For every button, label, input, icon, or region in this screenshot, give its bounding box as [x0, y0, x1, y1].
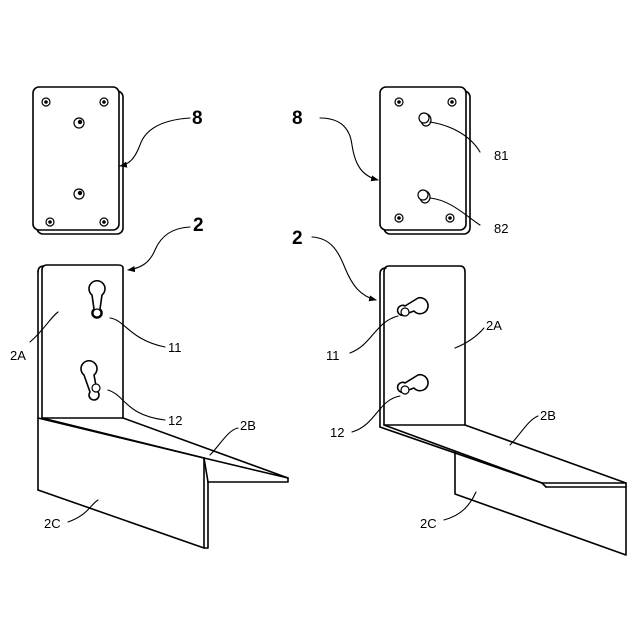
left-2c-leader — [68, 500, 98, 522]
right-face-2b: 2B — [540, 408, 556, 423]
right-hole-12: 12 — [330, 425, 344, 440]
left-2a-leader — [30, 312, 58, 342]
right-11-leader — [350, 316, 398, 353]
left-bracket-label: 2 — [193, 215, 204, 236]
right-2a-leader — [455, 328, 484, 348]
right-plate — [380, 87, 470, 234]
left-11-leader — [110, 318, 165, 347]
left-bracket — [38, 265, 288, 548]
right-plate-label: 8 — [292, 108, 303, 129]
right-face-2a: 2A — [486, 318, 502, 333]
left-face-2a: 2A — [10, 348, 26, 363]
right-figure: 8 81 82 2 11 12 2A — [292, 87, 626, 555]
left-plate — [33, 87, 123, 234]
left-plate-leader — [120, 118, 190, 166]
left-2b-leader — [210, 428, 238, 455]
right-face-2c: 2C — [420, 516, 437, 531]
right-bracket-leader — [312, 237, 376, 300]
right-plate-leader — [320, 118, 378, 180]
right-pin-82: 82 — [494, 221, 508, 236]
left-face-2c: 2C — [44, 516, 61, 531]
right-12-leader — [352, 396, 400, 432]
right-2b-leader — [510, 416, 538, 445]
left-plate-label: 8 — [192, 108, 203, 129]
right-bracket — [380, 266, 626, 555]
left-figure: 8 2 2A 11 12 — [10, 87, 288, 548]
left-bracket-leader — [128, 227, 190, 270]
right-bracket-label: 2 — [292, 228, 303, 249]
left-hole-11: 11 — [168, 340, 182, 355]
right-pin-81: 81 — [494, 148, 508, 163]
left-12-leader — [108, 390, 165, 420]
right-hole-11: 11 — [326, 348, 340, 363]
left-face-2b: 2B — [240, 418, 256, 433]
left-hole-12: 12 — [168, 413, 182, 428]
